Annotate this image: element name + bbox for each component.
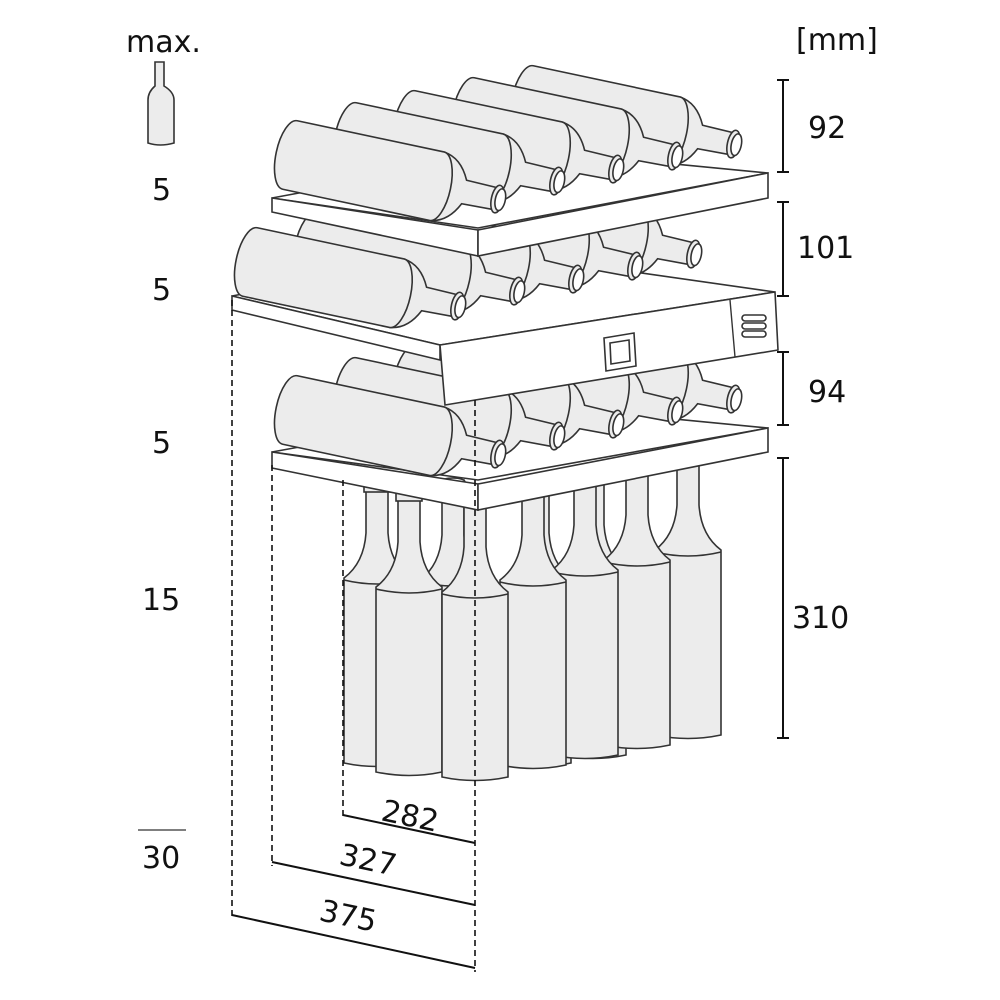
display-icon: [603, 332, 637, 372]
height-middle: 101: [797, 231, 854, 266]
count-middle-shelf: 5: [152, 273, 171, 308]
height-bottom: 94: [808, 375, 846, 410]
bottle-icon: [147, 61, 175, 146]
depth-dimensions: [231, 300, 476, 972]
height-standing: 310: [792, 601, 849, 636]
depth-375: 375: [316, 894, 379, 940]
count-standing: 15: [142, 583, 180, 618]
max-label: max.: [126, 25, 201, 60]
vent-icon: [741, 314, 767, 338]
unit-label: [mm]: [796, 23, 878, 58]
bottom-shelf: [268, 317, 769, 511]
height-dimensions: [777, 79, 789, 739]
count-top-shelf: 5: [152, 173, 171, 208]
depth-282: 282: [378, 794, 441, 840]
height-top: 92: [808, 111, 846, 146]
top-shelf: [268, 62, 769, 257]
count-bottom-shelf: 5: [152, 426, 171, 461]
total-count: 30: [142, 841, 180, 876]
